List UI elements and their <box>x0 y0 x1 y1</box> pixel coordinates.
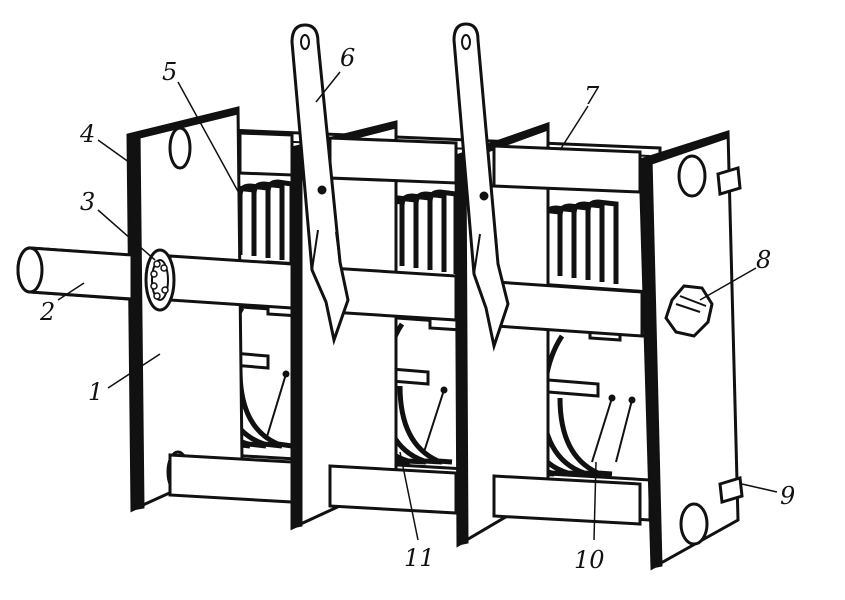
label-1: 1 <box>88 378 103 406</box>
frame-end-plate-right <box>638 129 740 571</box>
top-rod-segment-1 <box>238 131 294 177</box>
label-5: 5 <box>162 58 177 86</box>
ball-bearing <box>144 248 176 312</box>
label-9: 9 <box>780 482 795 510</box>
bottom-rod-segment-1 <box>168 453 294 504</box>
shaft-segment-3 <box>494 280 644 338</box>
bottom-rod-segment-2 <box>328 464 458 515</box>
shaft-segment-2 <box>328 266 458 322</box>
label-7: 7 <box>584 82 600 110</box>
top-rod-segment-3 <box>492 144 642 194</box>
contact-springs <box>265 370 636 463</box>
right-plate-hardware <box>664 154 744 546</box>
lever-2 <box>452 22 510 352</box>
label-10: 10 <box>574 546 605 574</box>
label-2: 2 <box>39 298 55 326</box>
shaft-segment-1 <box>168 254 294 310</box>
bottom-rod-segment-3 <box>492 474 642 526</box>
top-rod-end <box>168 126 192 170</box>
label-3: 3 <box>80 188 95 216</box>
label-4: 4 <box>79 120 95 148</box>
label-6: 6 <box>340 44 355 72</box>
leader-lines <box>57 71 778 541</box>
label-8: 8 <box>756 246 771 274</box>
shaft-end <box>16 246 44 294</box>
top-rod-segment-2 <box>328 136 458 185</box>
lever-1 <box>290 23 350 346</box>
shaft-front <box>28 246 134 301</box>
label-11: 11 <box>404 544 435 572</box>
